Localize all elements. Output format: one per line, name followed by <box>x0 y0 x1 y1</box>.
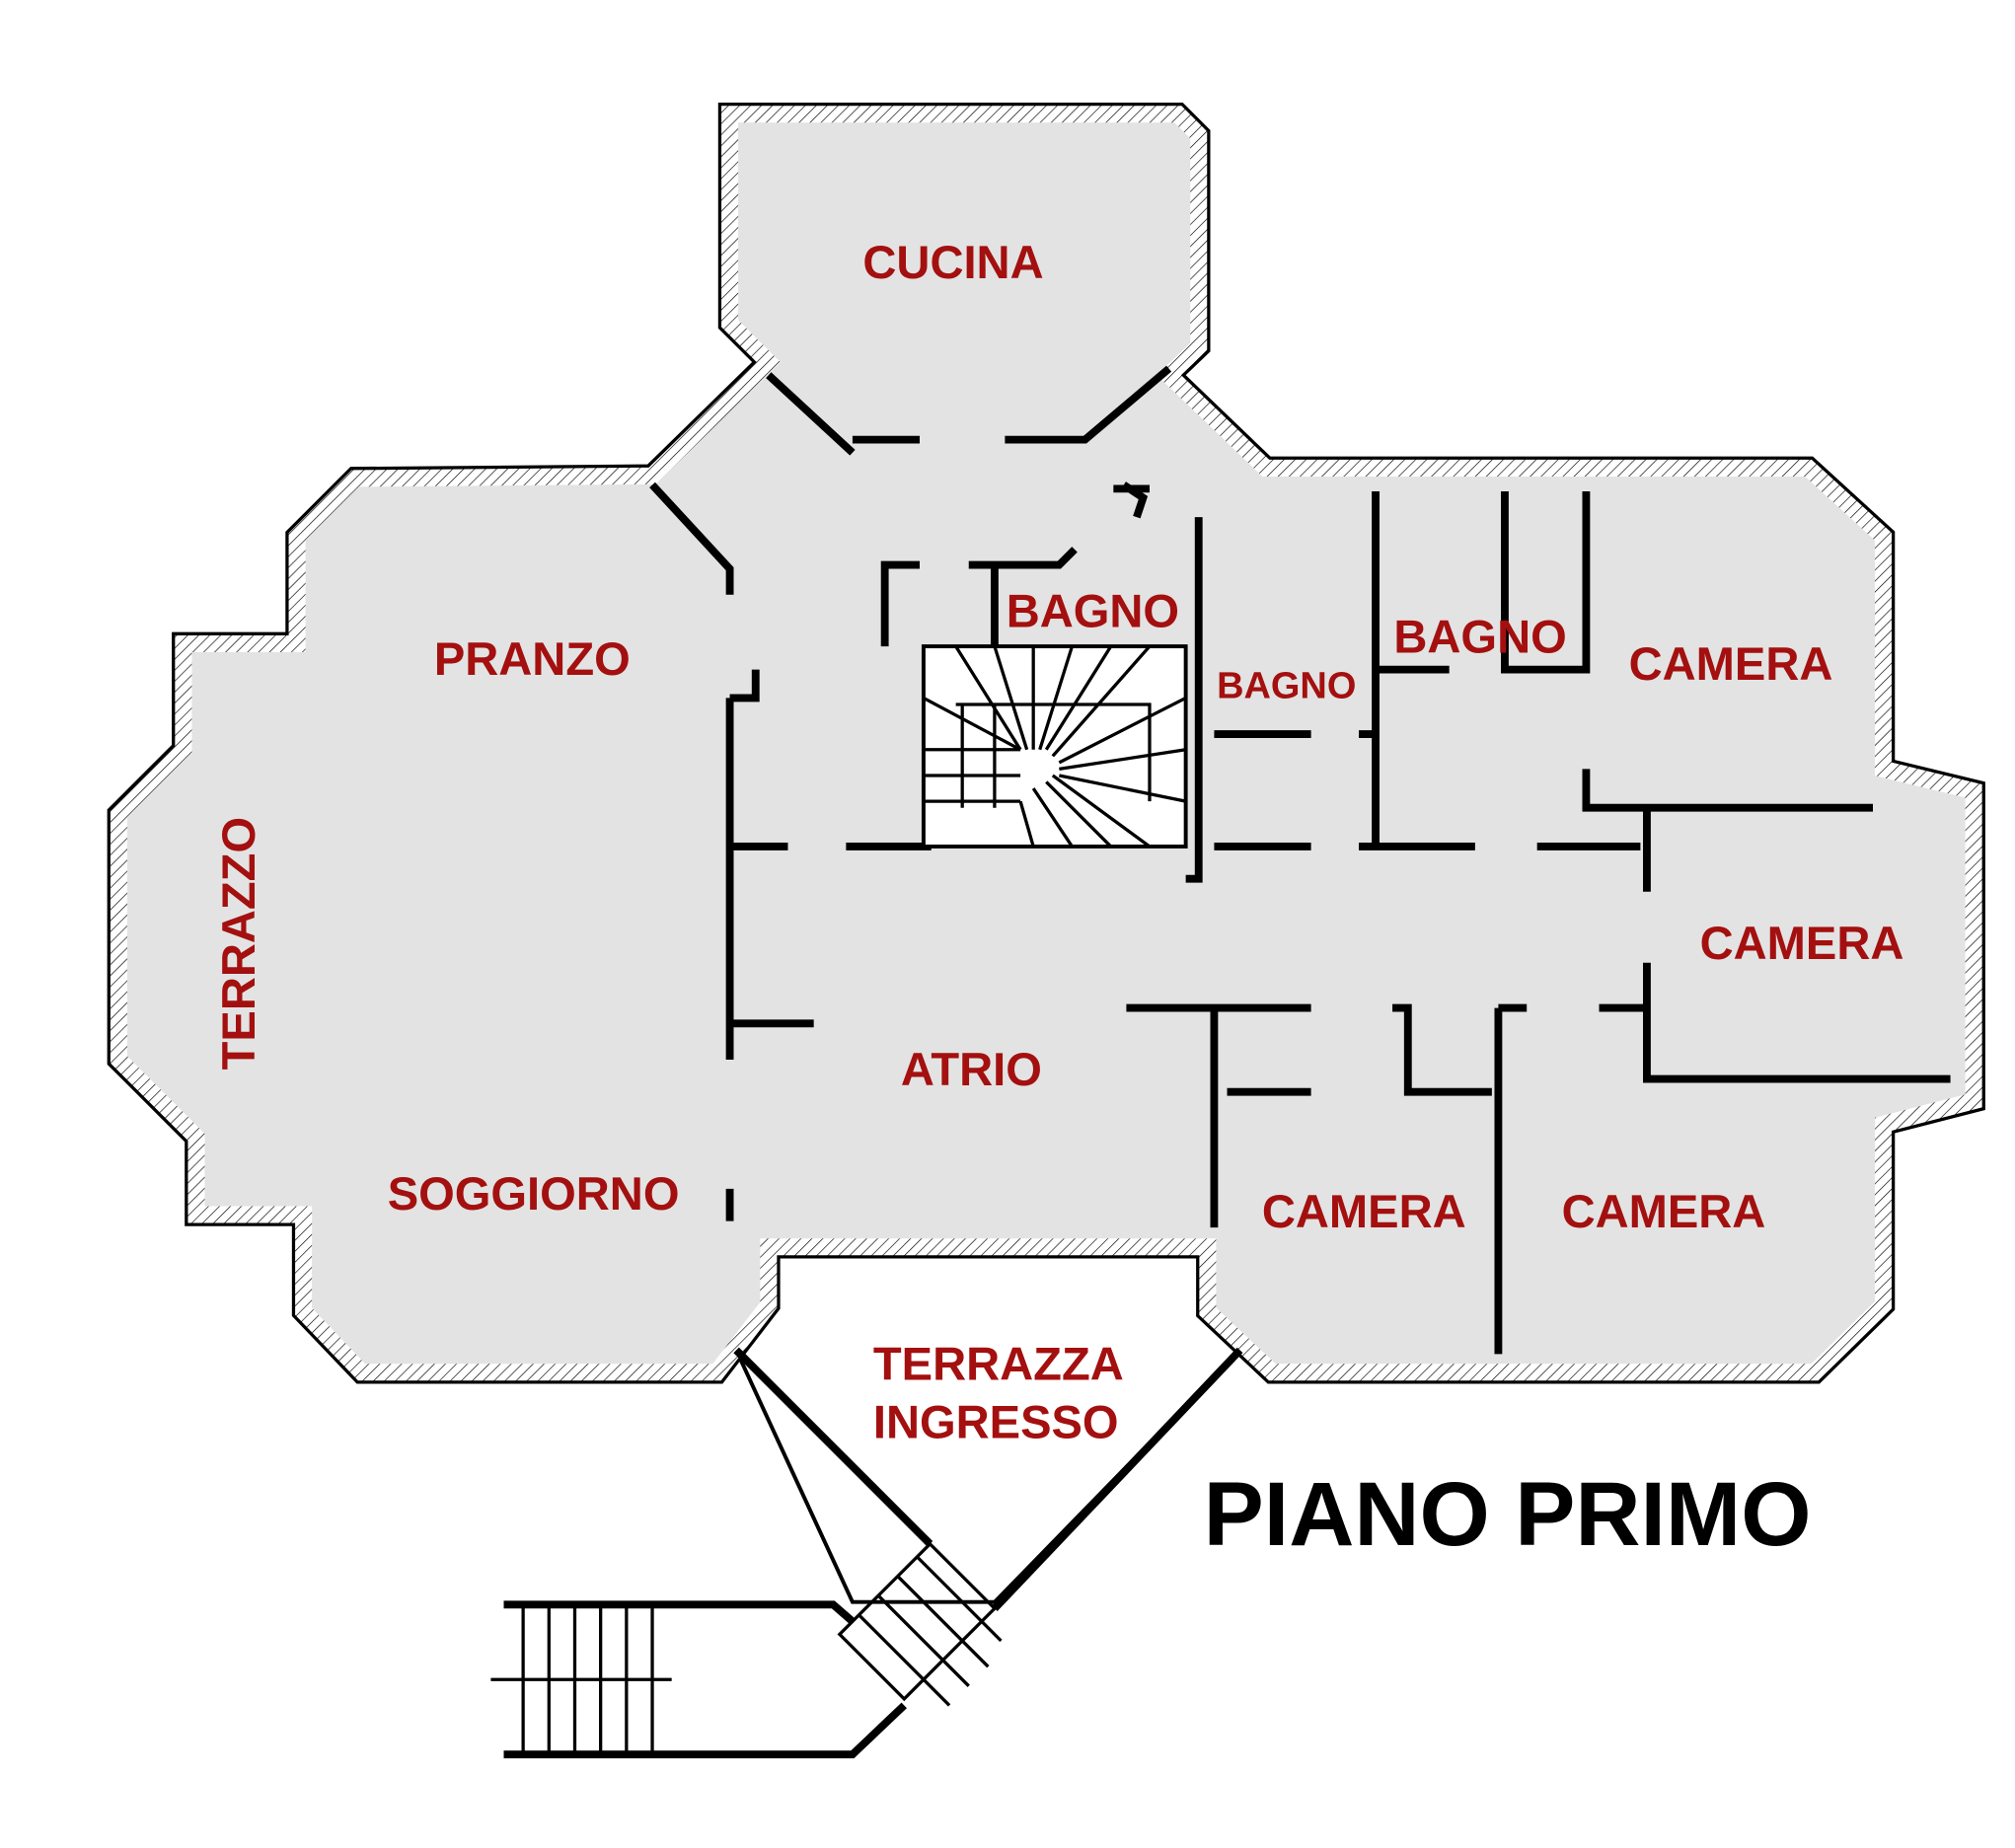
room-label-cucina: CUCINA <box>862 236 1043 288</box>
internal-staircase <box>921 644 1188 849</box>
room-label-camera: CAMERA <box>1262 1185 1466 1237</box>
room-label-camera: CAMERA <box>1700 917 1904 969</box>
room-label-bagno: BAGNO <box>1217 665 1356 706</box>
room-label-atrio: ATRIO <box>901 1043 1042 1095</box>
room-label-camera: CAMERA <box>1562 1185 1766 1237</box>
interior-walls <box>649 365 1951 1355</box>
room-label-terrazza: TERRAZZA <box>873 1338 1124 1390</box>
room-label-camera: CAMERA <box>1629 637 1833 690</box>
room-label-pranzo: PRANZO <box>434 632 631 685</box>
room-label-bagno: BAGNO <box>1393 611 1566 663</box>
room-label-soggiorno: SOGGIORNO <box>388 1167 680 1220</box>
external-staircase <box>490 1347 1243 1759</box>
plan-title: PIANO PRIMO <box>1204 1464 1812 1565</box>
room-label-terrazzo: TERRAZZO <box>212 817 264 1070</box>
room-label-bagno: BAGNO <box>1007 584 1179 636</box>
room-label-ingresso: INGRESSO <box>873 1395 1119 1447</box>
